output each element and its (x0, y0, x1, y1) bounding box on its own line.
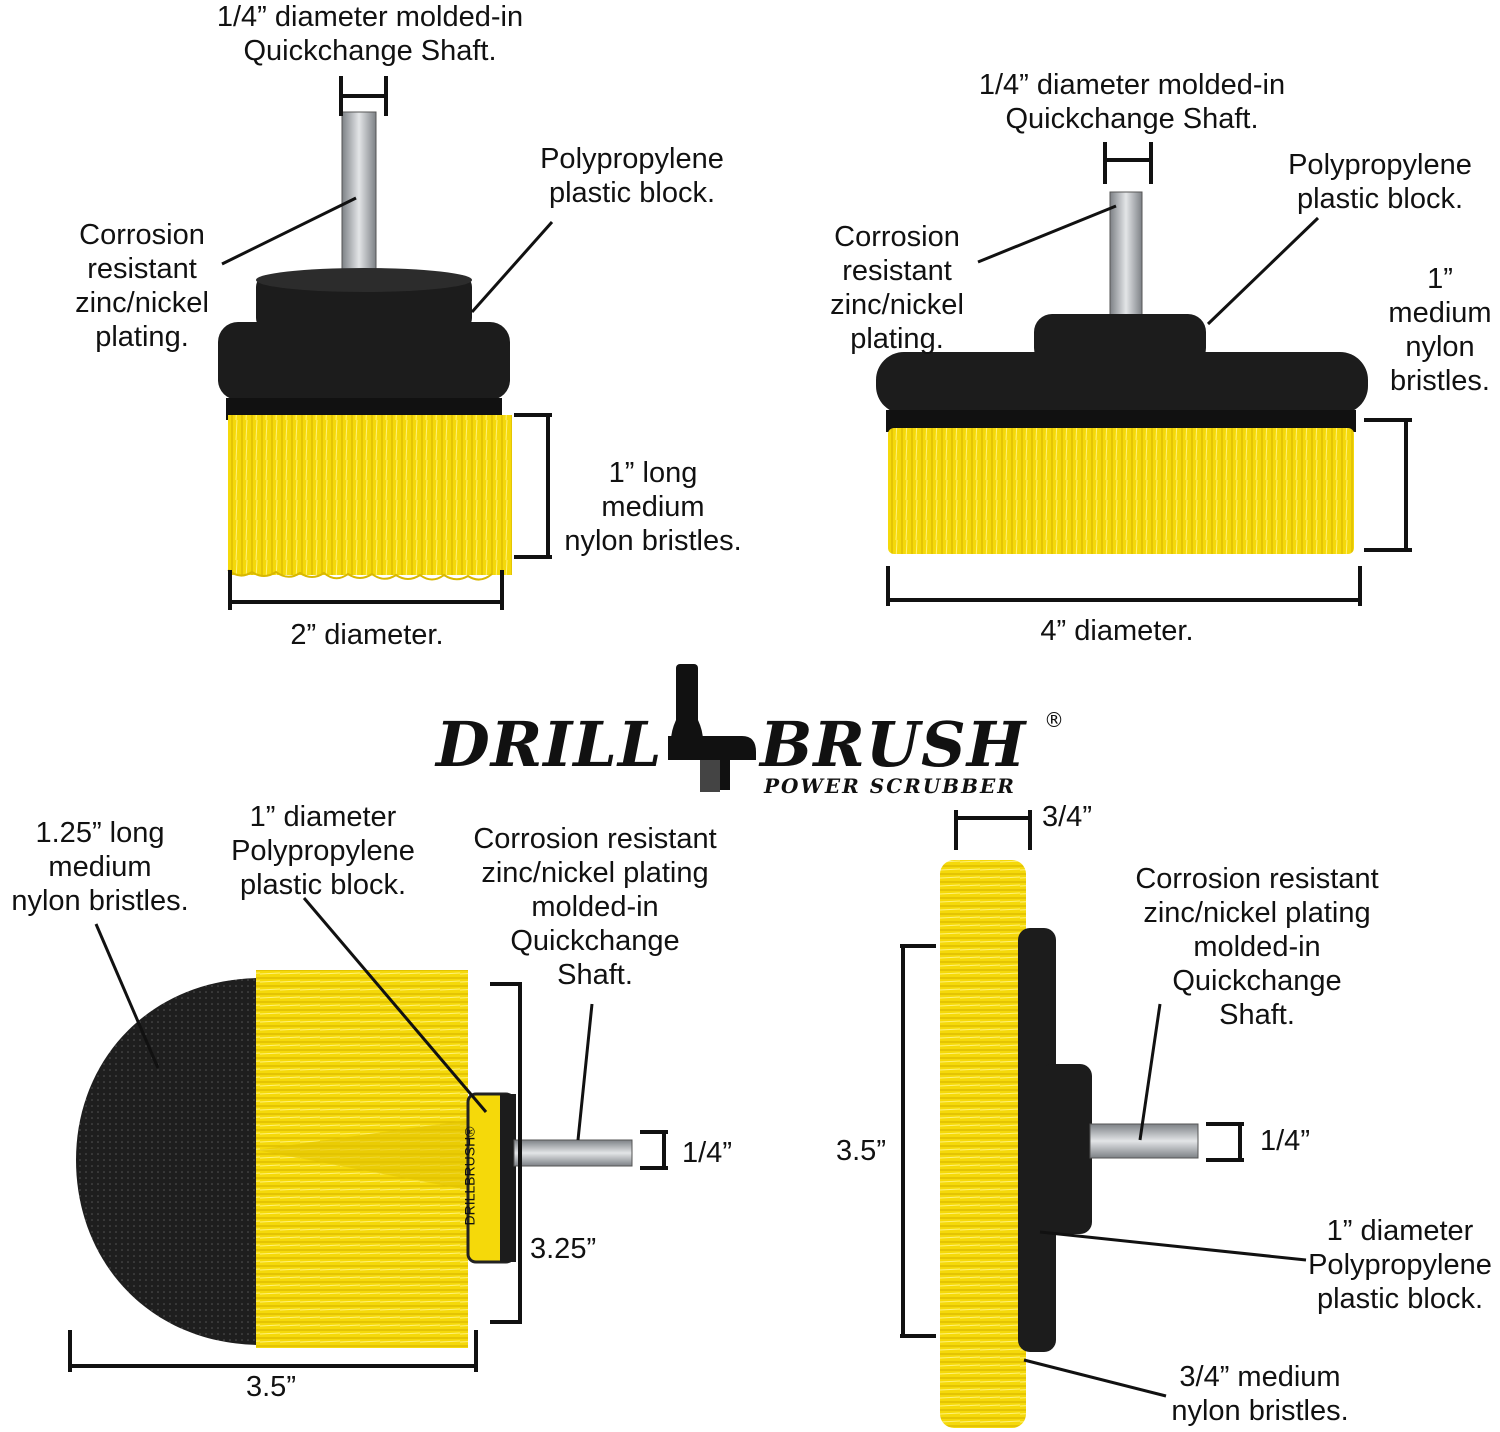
brush-4in-bristle-label: 1” medium nylon bristles. (1388, 263, 1492, 397)
leader-lines (94, 196, 1320, 1398)
brush-flat-shaft-label: Corrosion resistant zinc/nickel plating … (1135, 863, 1379, 1031)
brush-round-bristle-label: 1.25” long medium nylon bristles. (11, 817, 189, 917)
brush-flat-thickness-dim: 3/4” (1042, 801, 1092, 833)
brush-4in-bristles (888, 428, 1354, 554)
brush-4in-shaft-label: 1/4” diameter molded-in Quickchange Shaf… (978, 69, 1286, 135)
brush-4in-block-label: Polypropylene plastic block. (1288, 149, 1472, 215)
brush-round-width-dim: 3.5” (246, 1371, 296, 1403)
brush-flat-illustration (940, 860, 1199, 1428)
dimension-lines (68, 76, 1412, 1372)
logo-drill-text: DRILL (436, 708, 663, 781)
brush-2in-block-label: Polypropylene plastic block. (540, 143, 724, 209)
logo-tagline: POWER SCRUBBER (764, 774, 1016, 798)
brush-flat-block (1040, 1064, 1092, 1234)
brush-round-handle-imprint: DRILLBRUSH® (461, 1126, 478, 1226)
brush-round-dark-bristles (76, 978, 262, 1345)
brush-4in-plating-label: Corrosion resistant zinc/nickel plating. (830, 221, 964, 355)
brush-4in-lower-block (876, 352, 1368, 414)
brush-flat-bristle-label: 3/4” medium nylon bristles. (1171, 1361, 1349, 1427)
brush-4in-shaft (1109, 191, 1143, 323)
logo-emblem (668, 664, 756, 792)
brush-2in-illustration (218, 111, 512, 581)
brush-flat-shaft (1089, 1123, 1199, 1159)
brush-2in-bristles (228, 415, 512, 575)
brush-round-height-dim: 3.25” (530, 1233, 597, 1265)
brush-flat-diameter-dim: 3.5” (836, 1135, 886, 1167)
brush-flat-disk (1018, 928, 1056, 1352)
brush-round-block-label: 1” diameter Polypropylene plastic block. (231, 801, 415, 901)
brush-flat-block-label: 1” diameter Polypropylene plastic block. (1308, 1215, 1492, 1315)
brush-4in-illustration (876, 191, 1368, 554)
brush-2in-shaft-label: 1/4” diameter molded-in Quickchange Shaf… (216, 1, 524, 67)
brush-flat-shaft-dim: 1/4” (1260, 1125, 1310, 1157)
brush-2in-plating-label: Corrosion resistant zinc/nickel plating. (75, 219, 209, 353)
brush-round-illustration (76, 970, 633, 1348)
brush-2in-lower-block (218, 322, 510, 400)
brush-round-shaft-dim: 1/4” (682, 1137, 732, 1169)
brush-round-shaft-label: Corrosion resistant zinc/nickel plating … (473, 823, 717, 991)
brush-flat-bristles (940, 860, 1026, 1428)
brush-4in-diameter-label: 4” diameter. (1040, 615, 1194, 647)
brush-2in-bristle-label: 1” long medium nylon bristles. (564, 457, 742, 557)
brush-round-shaft (513, 1139, 633, 1167)
logo-brush-text: BRUSH (760, 708, 1027, 781)
brush-2in-diameter-label: 2” diameter. (290, 619, 444, 651)
registered-mark: ® (1044, 708, 1064, 732)
